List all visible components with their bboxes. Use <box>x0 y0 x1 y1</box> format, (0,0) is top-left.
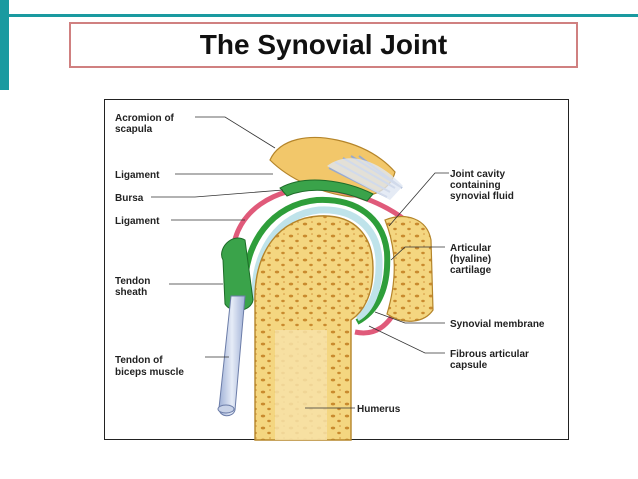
label-joint-cavity-1: Joint cavity <box>450 169 505 180</box>
label-articular-1: Articular <box>450 243 491 254</box>
articular-cartilage <box>251 206 383 322</box>
biceps-tendon <box>218 295 246 417</box>
label-acromion-1: Acromion of <box>115 113 175 124</box>
label-acromion-2: scapula <box>115 124 153 135</box>
leader-lines <box>151 116 449 409</box>
label-bursa: Bursa <box>115 193 144 204</box>
label-ligament-upper: Ligament <box>115 170 160 181</box>
joint-illustration: Acromion of scapula Ligament Bursa Ligam… <box>115 113 545 441</box>
label-biceps-1: Tendon of <box>115 355 163 366</box>
synovial-membrane <box>241 196 391 325</box>
label-tendon-sheath-1: Tendon <box>115 276 150 287</box>
label-biceps-2: biceps muscle <box>115 367 184 378</box>
accent-top-line <box>9 14 638 17</box>
label-articular-3: cartilage <box>450 265 492 276</box>
glenoid-bone <box>384 216 434 322</box>
label-fibrous-2: capsule <box>450 360 488 371</box>
label-synovial-membrane: Synovial membrane <box>450 319 545 330</box>
label-fibrous-1: Fibrous articular <box>450 349 529 360</box>
label-humerus: Humerus <box>357 404 401 415</box>
label-tendon-sheath-2: sheath <box>115 287 147 298</box>
bursa-shape <box>279 179 374 202</box>
label-joint-cavity-3: synovial fluid <box>450 191 514 202</box>
label-articular-2: (hyaline) <box>450 254 491 265</box>
accent-side-bar <box>0 0 9 90</box>
page-title: The Synovial Joint <box>199 29 448 60</box>
label-joint-cavity-2: containing <box>450 180 501 191</box>
title-box: The Synovial Joint <box>69 22 578 68</box>
label-ligament-lower: Ligament <box>115 216 160 227</box>
anatomy-figure: Acromion of scapula Ligament Bursa Ligam… <box>104 99 569 441</box>
